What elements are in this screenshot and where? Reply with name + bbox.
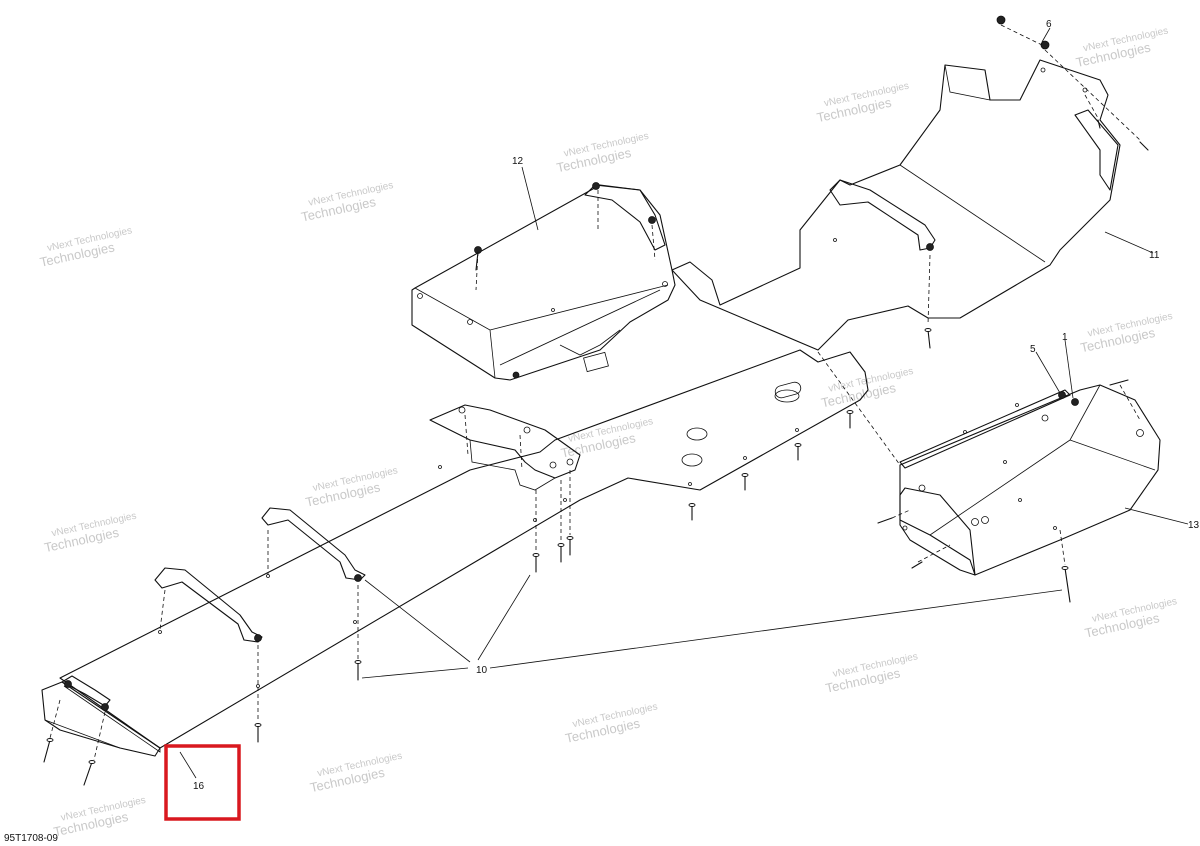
callout-16: 16 xyxy=(193,781,205,792)
bolt xyxy=(1061,566,1071,603)
bolt xyxy=(877,517,893,524)
center-bracket xyxy=(429,404,581,491)
callout-13: 13 xyxy=(1188,520,1200,531)
watermark: vNext Technologies Technologies xyxy=(1075,26,1170,71)
bolt xyxy=(741,473,749,491)
bolt xyxy=(43,738,54,763)
callout-labels: 1 5 6 10 11 12 13 16 xyxy=(193,19,1200,792)
callout-6: 6 xyxy=(1046,19,1052,30)
leader-lines xyxy=(179,27,1189,779)
callout-5: 5 xyxy=(1030,344,1036,355)
watermark: vNext Technologies Technologies xyxy=(52,795,147,840)
bolt xyxy=(566,536,574,556)
fasteners xyxy=(43,15,1149,786)
assembly-lines xyxy=(49,24,1141,761)
front-bumper-plate xyxy=(41,675,161,757)
figure-id: 95T1708-09 xyxy=(4,833,58,844)
watermark-layer: vNext Technologies Technologies vNext Te… xyxy=(38,26,1178,840)
bolt xyxy=(924,328,932,349)
watermark: vNext Technologies Technologies xyxy=(38,225,133,270)
side-plate-13 xyxy=(899,384,1161,576)
bolt xyxy=(254,723,262,743)
skid-plate-main xyxy=(59,349,869,753)
bolt xyxy=(83,760,96,786)
bolt xyxy=(846,410,854,429)
callout-11: 11 xyxy=(1149,250,1160,261)
watermark: vNext Technologies Technologies xyxy=(1079,311,1174,356)
watermark: vNext Technologies Technologies xyxy=(824,651,919,696)
bolt xyxy=(911,561,923,569)
bolt xyxy=(532,553,540,573)
bolt xyxy=(354,660,362,681)
watermark: vNext Technologies Technologies xyxy=(564,701,659,746)
nut xyxy=(1040,40,1050,50)
watermark: vNext Technologies Technologies xyxy=(560,416,655,461)
bolt xyxy=(794,443,802,461)
bolt xyxy=(1097,119,1101,129)
u-bracket-front xyxy=(154,567,263,643)
watermark: vNext Technologies Technologies xyxy=(43,511,138,556)
u-bracket-middle xyxy=(261,507,366,582)
rear-skid-plate-11 xyxy=(671,59,1121,351)
highlight-box xyxy=(164,744,241,821)
bolt xyxy=(1109,379,1129,386)
watermark: vNext Technologies Technologies xyxy=(304,465,399,510)
watermark: vNext Technologies Technologies xyxy=(309,751,404,796)
tray-plate-12 xyxy=(411,182,676,381)
callout-10: 10 xyxy=(476,665,488,676)
watermark: vNext Technologies Technologies xyxy=(1083,596,1178,641)
callout-1: 1 xyxy=(1062,332,1068,343)
bolt xyxy=(1139,141,1149,151)
nut xyxy=(996,15,1006,25)
watermark: vNext Technologies Technologies xyxy=(300,180,395,225)
watermark: vNext Technologies Technologies xyxy=(815,81,910,126)
bolt xyxy=(688,503,696,521)
watermark: vNext Technologies Technologies xyxy=(555,131,650,176)
bolt xyxy=(557,543,565,563)
callout-12: 12 xyxy=(512,156,524,167)
